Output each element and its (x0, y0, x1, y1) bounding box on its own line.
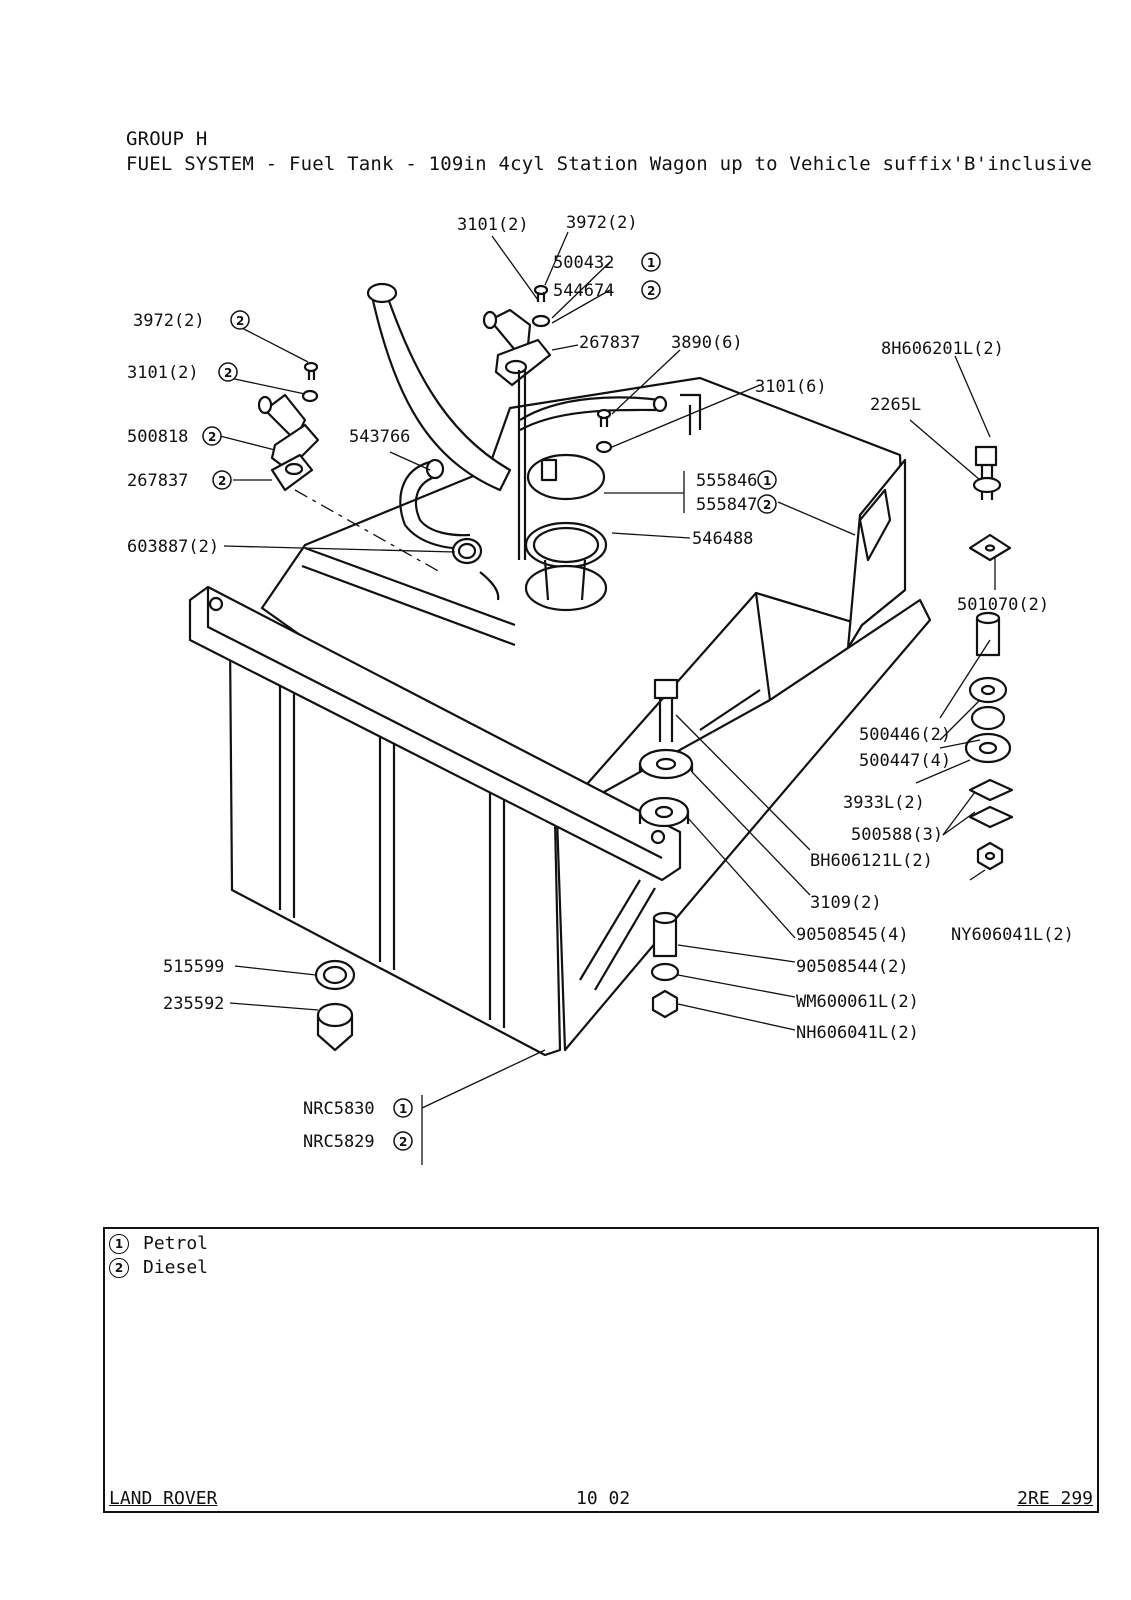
callout-ny606041l: NY606041L(2) (951, 925, 1074, 945)
diesel-marker-icon (202, 426, 222, 446)
petrol-marker-icon (641, 252, 661, 272)
footer-ref: 2RE 299 (1017, 1488, 1093, 1509)
callout-3101-2-top: 3101(2) (457, 215, 529, 235)
callout-267837-top: 267837 (579, 333, 640, 353)
diesel-marker-digit: 2 (763, 498, 771, 512)
callout-3972-2-top: 3972(2) (566, 213, 638, 233)
leader-lines (219, 231, 996, 1165)
callout-wm600061l: WM600061L(2) (796, 992, 919, 1012)
breather-tubes (519, 393, 702, 435)
gauge-unit (524, 453, 608, 612)
callout-3101-left: 3101(2) (127, 363, 199, 383)
front-mounting-bar (188, 585, 682, 882)
diesel-marker-icon (393, 1131, 413, 1151)
diesel-marker-icon (218, 362, 238, 382)
callout-267837-left: 267837 (127, 471, 188, 491)
legend-label-petrol: Petrol (143, 1233, 209, 1254)
diesel-marker-icon (641, 280, 661, 300)
callout-nrc5829: NRC5829 (303, 1132, 375, 1152)
callout-labels: 3101(2) 3972(2) 500432 1 544674 2 267837… (127, 213, 1074, 1152)
footer-brand: LAND ROVER (109, 1488, 218, 1509)
callout-nh606041l: NH606041L(2) (796, 1023, 919, 1043)
diesel-marker-digit: 2 (224, 366, 232, 380)
filler-pipe (366, 282, 512, 492)
callout-555846: 555846 (696, 471, 757, 491)
callout-3101-6: 3101(6) (755, 377, 827, 397)
petrol-marker-icon (757, 470, 777, 490)
callout-3972-left: 3972(2) (133, 311, 205, 331)
front-mount-stack (638, 678, 694, 1019)
callout-90508544: 90508544(2) (796, 957, 909, 977)
callout-501070: 501070(2) (957, 595, 1049, 615)
drain-plug-assembly (314, 959, 356, 1052)
diesel-marker-icon: 2 (109, 1257, 129, 1278)
diesel-marker-icon (230, 310, 250, 330)
gauge-screws (595, 408, 613, 454)
hose-clip-603887 (451, 537, 500, 601)
left-elbow-assembly (257, 361, 441, 573)
callout-3109: 3109(2) (810, 893, 882, 913)
right-mount-stack (964, 445, 1014, 871)
callout-2265l: 2265L (870, 395, 921, 415)
diesel-marker-icon (757, 494, 777, 514)
callout-544674: 544674 (553, 281, 614, 301)
callout-3890: 3890(6) (671, 333, 743, 353)
callout-603887: 603887(2) (127, 537, 219, 557)
petrol-marker-icon: 1 (109, 1233, 129, 1254)
group-heading: GROUP H (126, 128, 208, 150)
legend-label-diesel: Diesel (143, 1257, 209, 1278)
legend-box: 1 Petrol 2 Diesel LAND ROVER 10 02 2RE 2… (103, 1227, 1099, 1513)
diesel-marker-digit: 2 (236, 314, 244, 328)
footer-date: 10 02 (576, 1488, 631, 1509)
callout-546488: 546488 (692, 529, 753, 549)
diesel-marker-digit: 2 (399, 1135, 407, 1149)
callout-500588: 500588(3) (851, 825, 943, 845)
callout-543766: 543766 (349, 427, 410, 447)
diesel-marker-icon (212, 470, 232, 490)
petrol-marker-digit: 1 (399, 1102, 407, 1116)
callout-nrc5830: NRC5830 (303, 1099, 375, 1119)
callout-500447: 500447(4) (859, 751, 951, 771)
petrol-marker-icon (393, 1098, 413, 1118)
legend-item-petrol: 1 Petrol (109, 1233, 208, 1254)
callout-90508545: 90508545(4) (796, 925, 909, 945)
callout-500818: 500818 (127, 427, 188, 447)
callout-500432: 500432 (553, 253, 614, 273)
page-title: FUEL SYSTEM - Fuel Tank - 109in 4cyl Sta… (126, 153, 1093, 175)
diesel-marker-digit: 2 (208, 430, 216, 444)
diesel-marker-digit: 2 (218, 474, 226, 488)
legend-item-diesel: 2 Diesel (109, 1257, 208, 1278)
callout-235592: 235592 (163, 994, 224, 1014)
callout-555847: 555847 (696, 495, 757, 515)
petrol-marker-digit: 1 (763, 474, 771, 488)
callout-3933l: 3933L(2) (843, 793, 925, 813)
callout-500446: 500446(2) (859, 725, 951, 745)
callout-bh606121l: BH606121L(2) (810, 851, 933, 871)
diesel-marker-digit: 2 (647, 284, 655, 298)
petrol-marker-digit: 1 (647, 256, 655, 270)
callout-8h606201l: 8H606201L(2) (881, 339, 1004, 359)
hose-543766 (399, 458, 471, 550)
callout-515599: 515599 (163, 957, 224, 977)
top-elbow-assembly (482, 284, 552, 560)
